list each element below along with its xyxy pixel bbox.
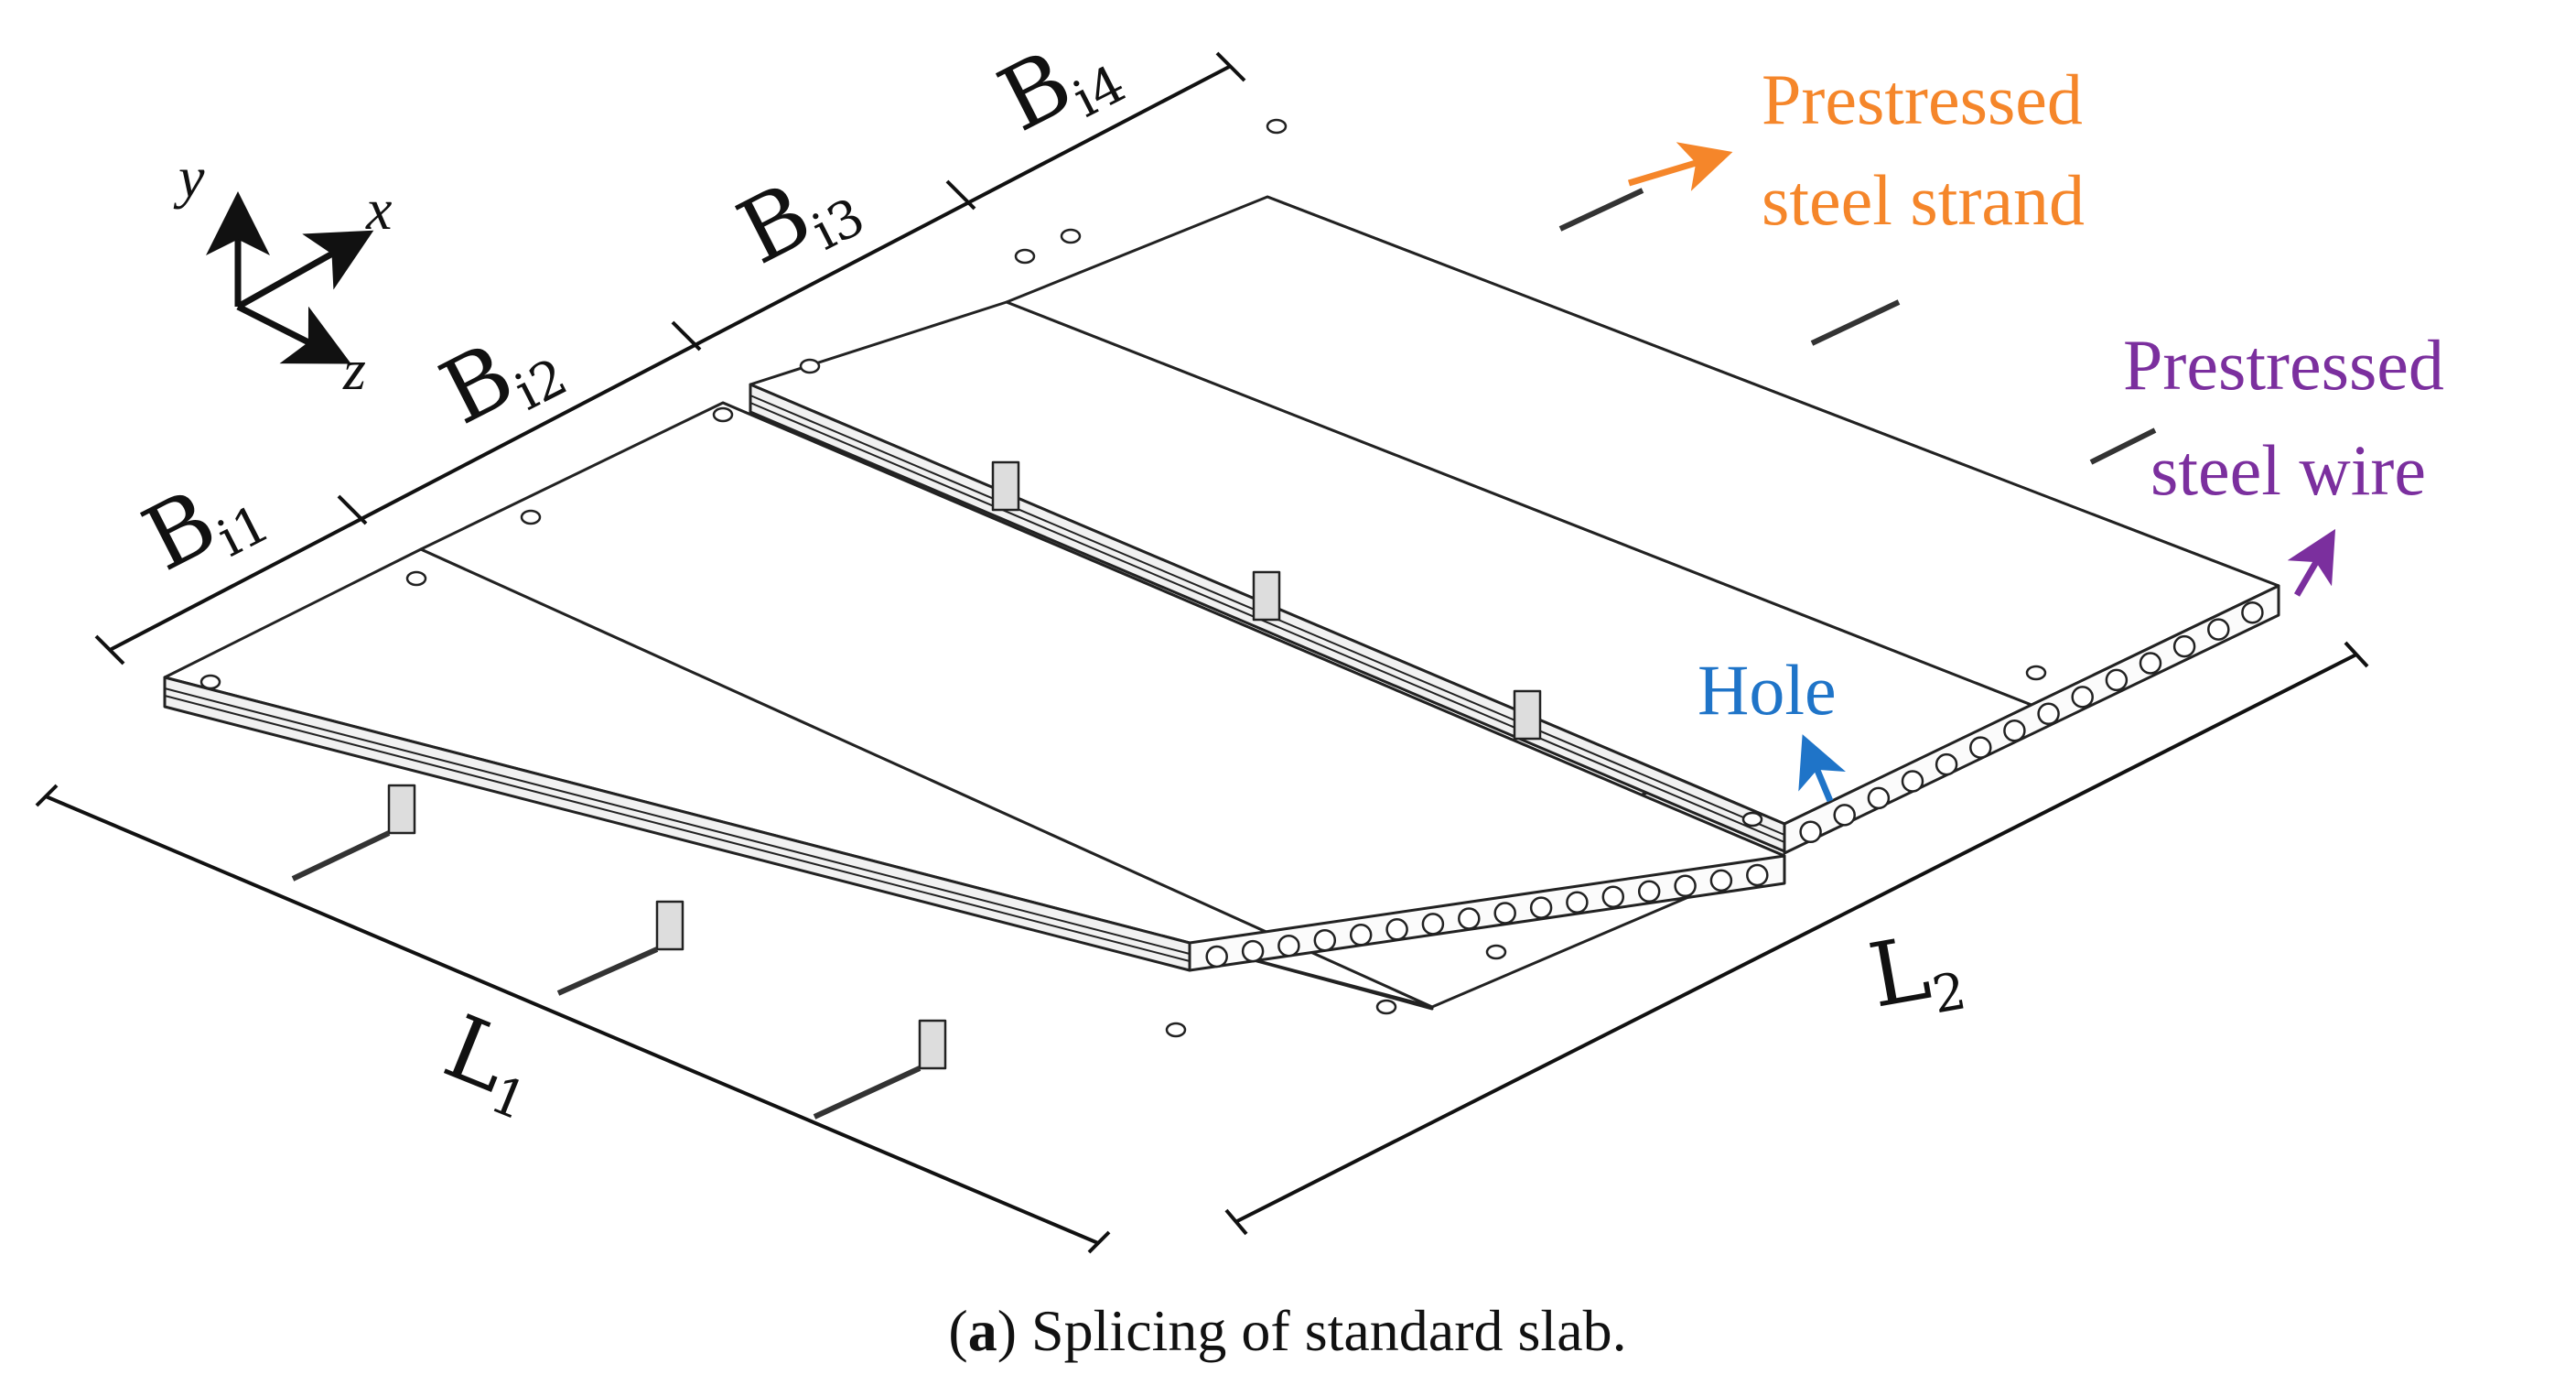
core-hole	[2003, 719, 2026, 742]
core-hole	[1205, 945, 1228, 968]
strands-right	[1558, 188, 2157, 465]
core-hole	[1458, 907, 1481, 930]
core-hole	[1277, 934, 1300, 958]
core-hole	[2172, 634, 2196, 658]
core-hole	[2071, 686, 2094, 709]
l2-dimension-line	[1234, 653, 2357, 1224]
core-hole	[2105, 668, 2129, 692]
hole-label: Hole	[1698, 650, 1837, 730]
y-axis-label: y	[173, 145, 205, 210]
wire-arrow	[2287, 528, 2336, 597]
z-axis-label: z	[342, 337, 366, 402]
x-axis-arrow	[236, 230, 374, 310]
core-hole	[1529, 896, 1553, 919]
hole-callout: Hole	[1698, 650, 1846, 803]
hole-arrow	[1798, 734, 1846, 803]
core-hole	[1385, 918, 1408, 941]
strand-arrow	[1627, 142, 1733, 191]
width-labels: Bi1 Bi2 Bi3 Bi4	[128, 8, 1136, 598]
coordinate-axes	[206, 191, 374, 364]
length-label-2: L2	[1862, 911, 1971, 1035]
core-hole	[1969, 736, 1992, 759]
core-hole	[1493, 902, 1516, 925]
slab-assembly	[163, 118, 2280, 1120]
core-hole	[2037, 702, 2060, 726]
core-hole	[2207, 618, 2230, 641]
z-axis-arrow	[236, 303, 351, 364]
core-hole	[1313, 928, 1337, 952]
core-hole	[2241, 601, 2264, 624]
core-hole	[1601, 885, 1625, 908]
x-axis-label: x	[365, 177, 392, 242]
width-label-1: Bi1	[128, 448, 280, 598]
width-label-2: Bi2	[426, 301, 577, 451]
strand-label-line2: steel strand	[1762, 160, 2085, 240]
slab-front-face-low	[1188, 854, 1786, 972]
core-hole	[1901, 770, 1924, 793]
wire-label-line1: Prestressed	[2123, 325, 2444, 405]
width-label-4: Bi4	[984, 8, 1136, 158]
core-hole	[1674, 874, 1697, 898]
slab-cores	[1205, 601, 2264, 968]
core-hole	[1349, 924, 1373, 947]
core-hole	[2139, 652, 2162, 675]
length-label-1: L1	[428, 995, 554, 1131]
core-hole	[1241, 939, 1265, 963]
core-hole	[1833, 804, 1856, 827]
side-connectors	[387, 460, 1542, 1070]
figure-caption: (a) Splicing of standard slab.	[948, 1298, 1626, 1363]
core-hole	[1867, 786, 1891, 810]
lifting-holes	[199, 118, 2047, 1038]
core-hole	[1566, 891, 1589, 914]
strand-label-line1: Prestressed	[1762, 60, 2083, 139]
l1-dimension-line	[45, 795, 1099, 1245]
core-hole	[1709, 869, 1733, 893]
core-hole	[1935, 752, 1958, 776]
width-label-3: Bi3	[723, 141, 875, 291]
core-hole	[1421, 913, 1445, 936]
core-hole	[1746, 863, 1769, 887]
core-hole	[1637, 880, 1661, 903]
dimension-lines	[35, 51, 2369, 1254]
strands-left	[291, 830, 922, 1120]
strand-callout: Prestressed steel strand	[1627, 60, 2085, 240]
wire-callout: Prestressed steel wire	[2123, 325, 2444, 597]
width-dimension-line	[109, 64, 1232, 652]
wire-label-line2: steel wire	[2150, 430, 2426, 510]
core-hole	[1799, 820, 1822, 844]
